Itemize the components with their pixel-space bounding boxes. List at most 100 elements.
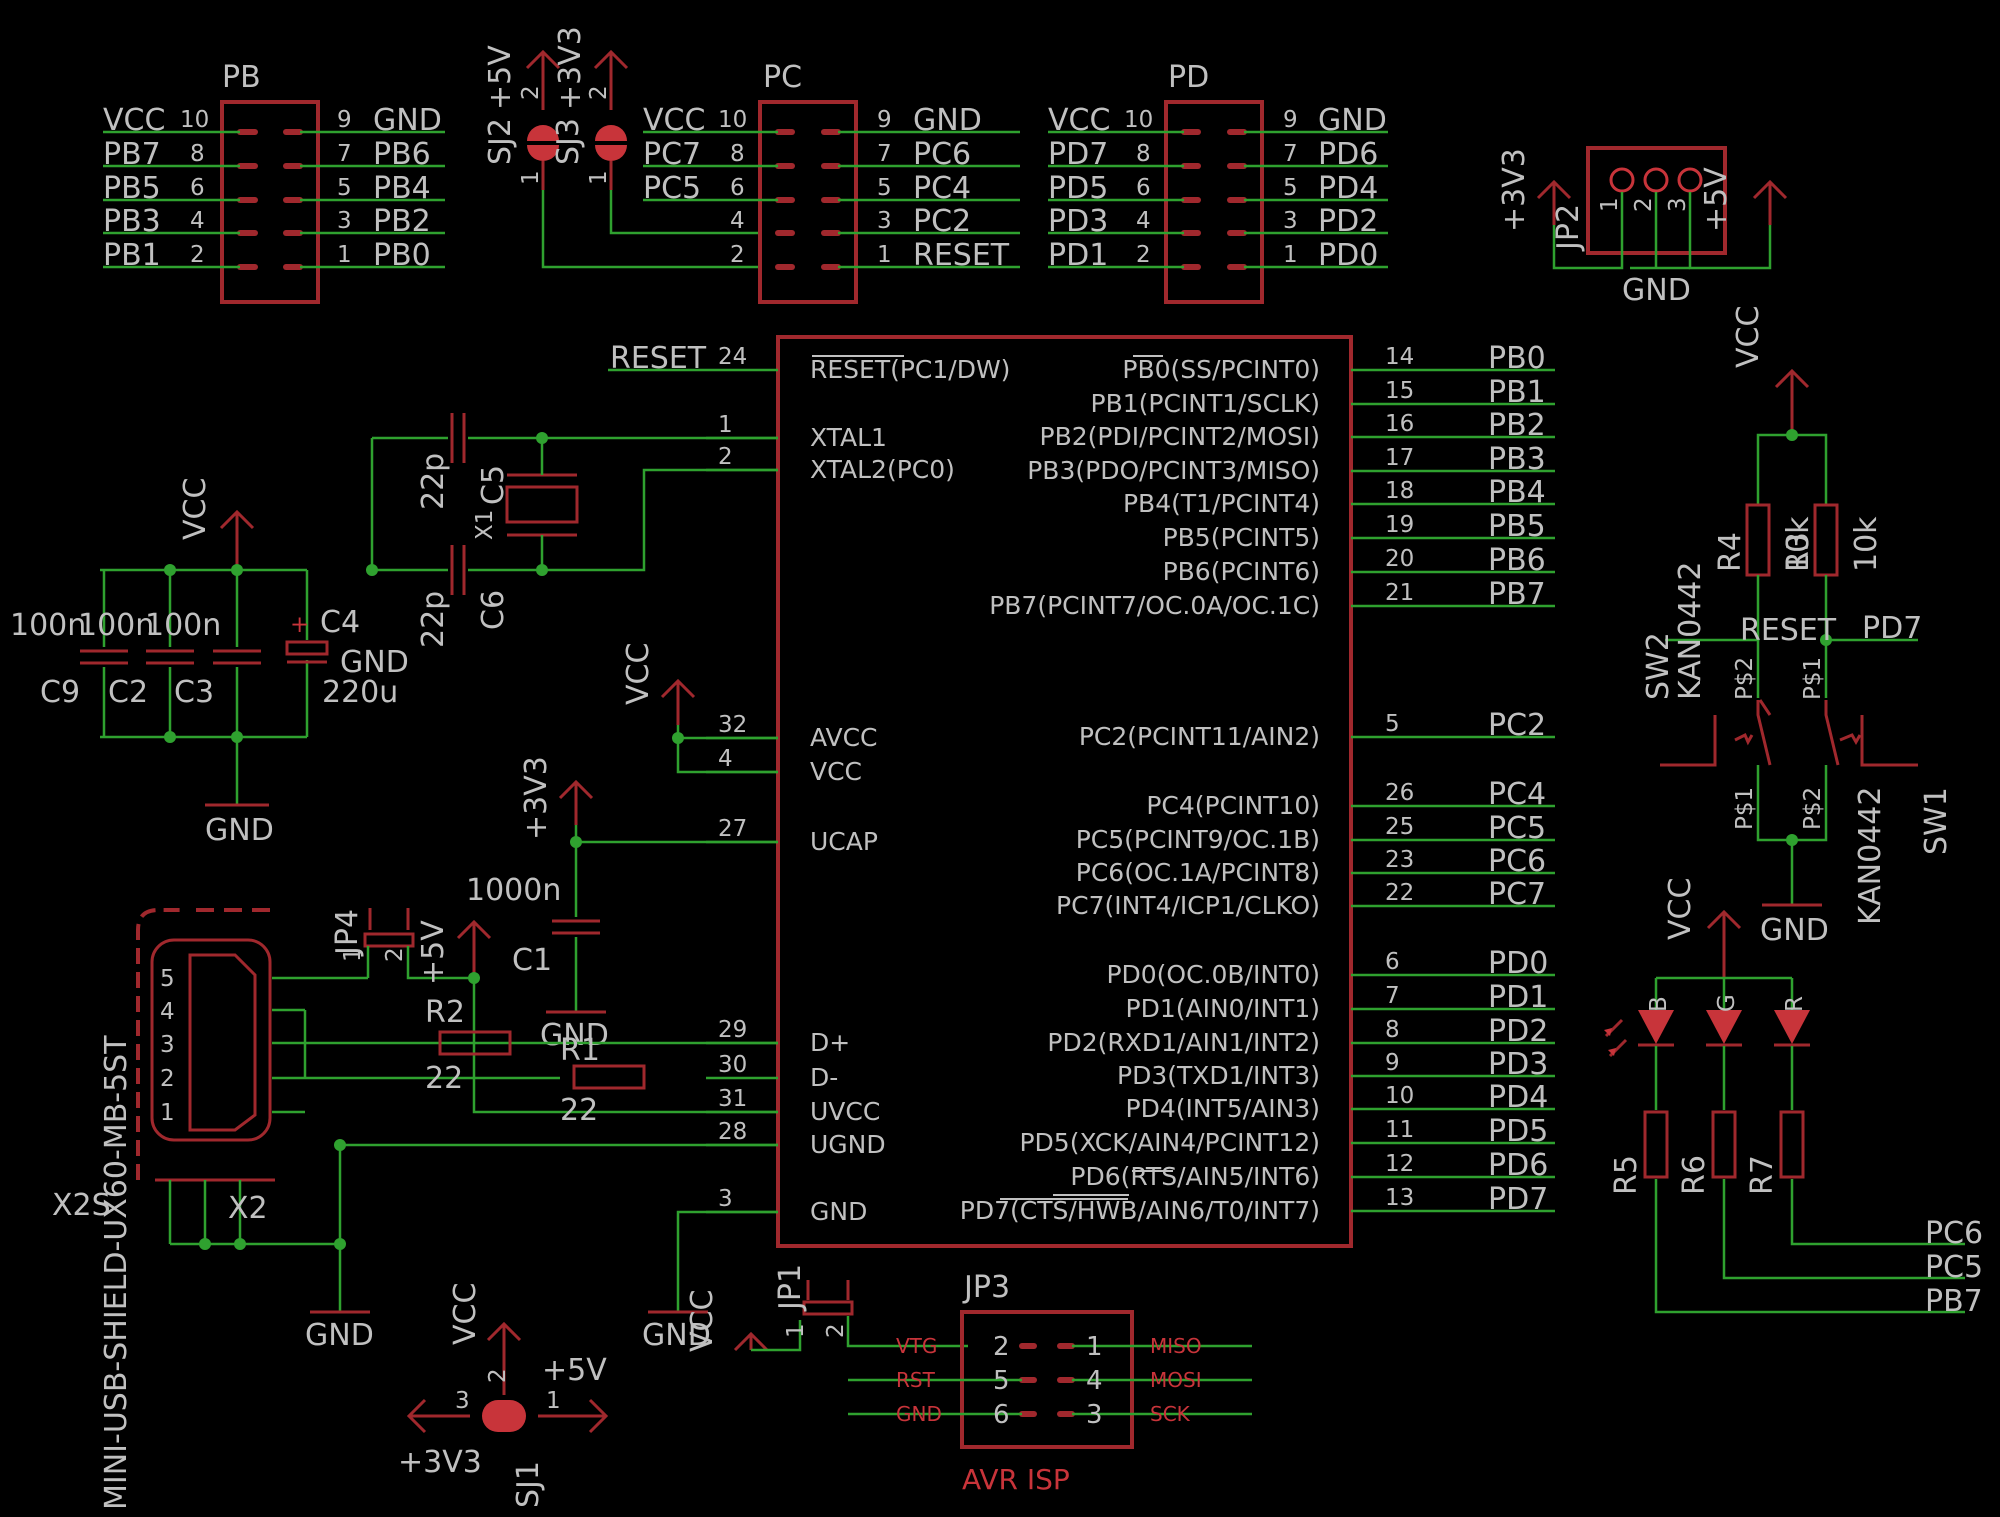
schematic-label: G [1714, 994, 1740, 1012]
isp-signal: MOSI [1150, 1368, 1202, 1392]
schematic-label: PB7 [103, 137, 161, 172]
schematic-label: JP1 [773, 1264, 808, 1312]
usb-part-name: MINI-USB-SHIELD-UX60-MB-5ST [99, 1035, 134, 1510]
pb-header-title: PB [222, 60, 261, 95]
mcu-pin-num: 5 [1385, 711, 1400, 737]
mcu-pin-num: 21 [1385, 580, 1414, 606]
schematic-label: 100n [145, 608, 221, 643]
schematic-label: 4 [730, 208, 745, 234]
mcu-pin-num: 27 [718, 816, 747, 842]
schematic-label: PB5 [103, 171, 161, 206]
mcu-pin-num: 3 [718, 1186, 733, 1212]
schematic-label: 22p [416, 453, 451, 510]
mcu-pin-num: 2 [718, 444, 733, 470]
schematic-label: 6 [730, 175, 745, 201]
schematic-label: 10 [180, 107, 209, 133]
schematic-label: 3 [877, 208, 892, 234]
mcu-pin-name: VCC [810, 757, 862, 786]
schematic-label: C4 [320, 605, 360, 640]
solder-jumper-sj2-sj3: +5V +3V3 SJ2 SJ3 2 2 1 1 [483, 26, 760, 269]
mcu-pin-num: 9 [1385, 1050, 1400, 1076]
schematic-label: 10 [718, 107, 747, 133]
net-label: PC7 [1488, 877, 1546, 912]
mcu-pin-num: 11 [1385, 1117, 1414, 1143]
schematic-label: 6 [1136, 175, 1151, 201]
mcu-pin-name: PD0(OC.0B/INT0) [1106, 960, 1320, 989]
schematic-label: C3 [174, 675, 214, 710]
mcu-pin-name: PB5(PCINT5) [1163, 523, 1320, 552]
avcc-supply: VCC [621, 643, 778, 774]
schematic-label: SJ3 [551, 118, 586, 165]
mcu-pin-num: 28 [718, 1119, 747, 1145]
schematic-label: 1 [340, 947, 366, 962]
schematic-label: VCC [103, 103, 165, 138]
schematic-label: GND [540, 1018, 609, 1053]
schematic-label: 2 [730, 242, 745, 268]
schematic-label: R1 [560, 1033, 600, 1068]
mcu-pin-num: 13 [1385, 1185, 1414, 1211]
isp-signal: VTG [896, 1334, 937, 1358]
schematic-label: + [290, 612, 309, 638]
net-label: PD7 [1488, 1182, 1548, 1217]
mcu-pin-num: 16 [1385, 411, 1414, 437]
mcu-pin-name: RESET(PC1/DW) [810, 355, 1010, 384]
schematic-label: RESET [913, 238, 1010, 273]
net-label: PB3 [1488, 442, 1546, 477]
schematic-label: PB7 [1925, 1284, 1983, 1319]
mcu-pin-num: 10 [1385, 1083, 1414, 1109]
isp-title: AVR ISP [962, 1463, 1070, 1496]
schematic-label: 22 [425, 1061, 463, 1096]
schematic-label: PD3 [1048, 204, 1108, 239]
net-label: PB0 [1488, 341, 1546, 376]
schematic-label: R5 [1609, 1155, 1644, 1195]
mcu-pin-num: 6 [1385, 949, 1400, 975]
schematic-label: PB3 [103, 204, 161, 239]
schematic-label: PC6 [913, 137, 971, 172]
schematic-label: 1 [337, 242, 352, 268]
schematic-label: 5 [160, 966, 175, 992]
schematic-label: PB1 [103, 238, 161, 273]
schematic-label: VCC [621, 643, 656, 705]
isp-signal: RST [896, 1368, 936, 1392]
schematic-label: KAN0442 [1673, 562, 1708, 700]
mcu-pin-num: 25 [1385, 814, 1414, 840]
schematic-label: 5 [1283, 175, 1298, 201]
schematic-label: R7 [1745, 1155, 1780, 1195]
jumper-jp2: +3V3 JP2 1 2 3 +5V GND [1497, 146, 1788, 308]
schematic-label: P$1 [1800, 657, 1826, 700]
net-label: PB6 [1488, 543, 1546, 578]
schematic-label: P$1 [1732, 787, 1758, 830]
schematic-label: PC4 [913, 171, 971, 206]
schematic-label: +5V [416, 920, 451, 985]
schematic-label: 1 [546, 1388, 561, 1414]
schematic-label: GND [1760, 913, 1829, 948]
schematic-label: 220u [322, 675, 398, 710]
schematic-label: VCC [643, 103, 705, 138]
schematic-label: VCC [1048, 103, 1110, 138]
schematic-label: 3 [1283, 208, 1298, 234]
schematic-label: RESET [1740, 613, 1837, 648]
mcu-pin-name: XTAL1 [810, 423, 887, 452]
mcu-pin-name: PB7(PCINT7/OC.0A/OC.1C) [989, 591, 1320, 620]
schematic-label: 1 [518, 170, 544, 185]
schematic-label: C5 [476, 465, 511, 505]
schematic-label: PC7 [643, 137, 701, 172]
schematic-label: VCC [1731, 306, 1766, 368]
schematic-label: PD7 [1862, 611, 1922, 646]
mcu-pin-num: 18 [1385, 478, 1414, 504]
schematic-label: 3 [455, 1388, 470, 1414]
isp-pin-num: 3 [1086, 1400, 1103, 1430]
net-label: PD3 [1488, 1047, 1548, 1082]
schematic-label: 1 [160, 1100, 175, 1126]
mcu-pin-num: 29 [718, 1017, 747, 1043]
schematic-label: R [1782, 996, 1808, 1012]
schematic-label: 1 [586, 170, 612, 185]
mcu-pin-name: XTAL2(PC0) [810, 455, 955, 484]
schematic-label: 4 [160, 999, 175, 1025]
schematic-label: PC6 [1925, 1216, 1983, 1251]
schematic-label: 2 [190, 242, 205, 268]
usb-connector: 5 4 3 2 1 MINI-USB-SHIELD-UX60-MB-5ST X2… [52, 908, 778, 1510]
schematic-label: 3 [1665, 197, 1691, 212]
isp-signal: MISO [1150, 1334, 1202, 1358]
